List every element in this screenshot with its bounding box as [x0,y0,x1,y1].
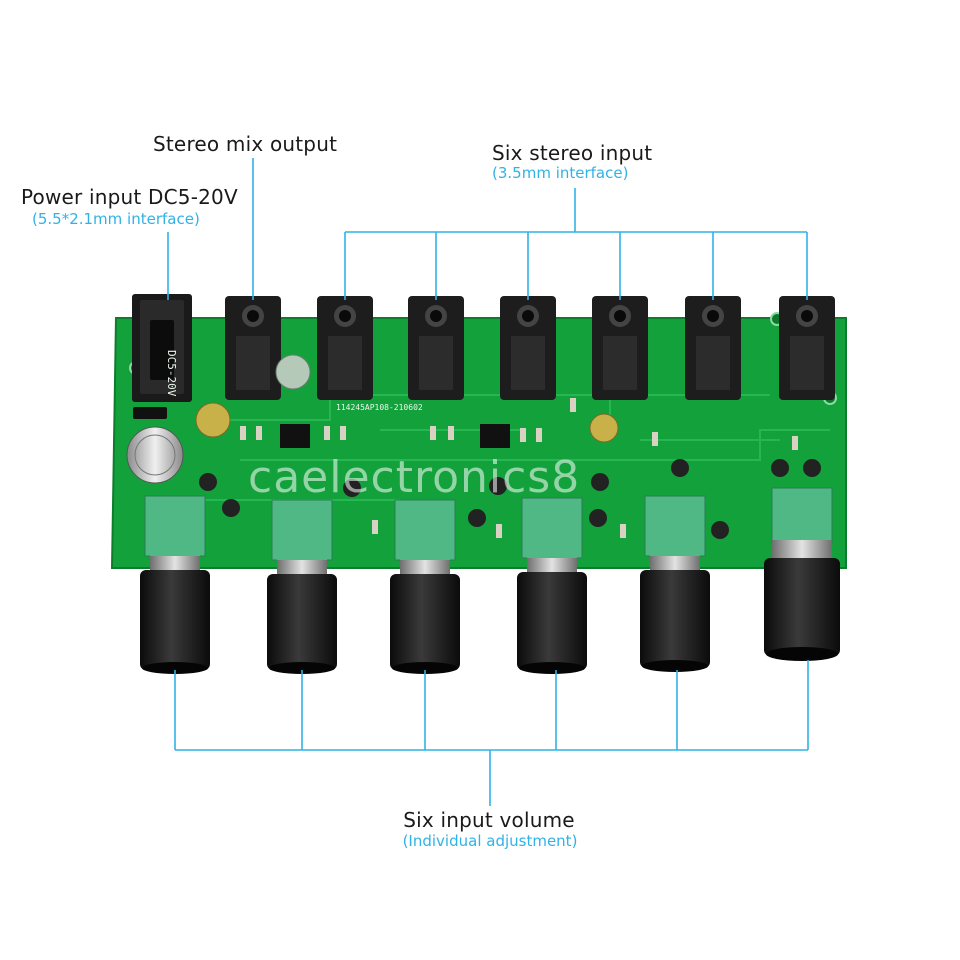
label-power-input: Power input DC5-20V [21,185,238,209]
leader-stereo-inputs [344,188,808,300]
dc-power-jack [132,294,192,402]
voltage-marking: DC5-20V [165,350,178,397]
knob-3 [390,499,460,674]
jack-output [225,296,281,400]
label-stereo-interface: (3.5mm interface) [492,164,629,182]
label-individual-adjustment: (Individual adjustment) [402,832,578,850]
components [126,354,821,539]
knob-5 [640,495,710,672]
jack-input-6 [779,296,835,400]
label-stereo-mix-output: Stereo mix output [153,132,338,156]
label-six-stereo-input: Six stereo input [492,141,653,165]
jack-input-3 [500,296,556,400]
leader-lines [167,158,809,806]
jack-input-1 [317,296,373,400]
jack-input-5 [685,296,741,400]
pcb-code: 114245AP108-210602 [336,403,423,412]
watermark: caelectronics8 [248,452,581,503]
knob-6 [764,487,840,661]
leader-volume [174,660,809,806]
volume-knobs [140,487,840,674]
label-power-interface: (5.5*2.1mm interface) [32,210,200,228]
label-six-input-volume: Six input volume [403,808,575,832]
jack-input-4 [592,296,648,400]
audio-jacks [225,296,835,400]
jack-input-2 [408,296,464,400]
knob-1 [140,495,210,674]
knob-2 [267,499,337,674]
knob-4 [517,497,587,674]
